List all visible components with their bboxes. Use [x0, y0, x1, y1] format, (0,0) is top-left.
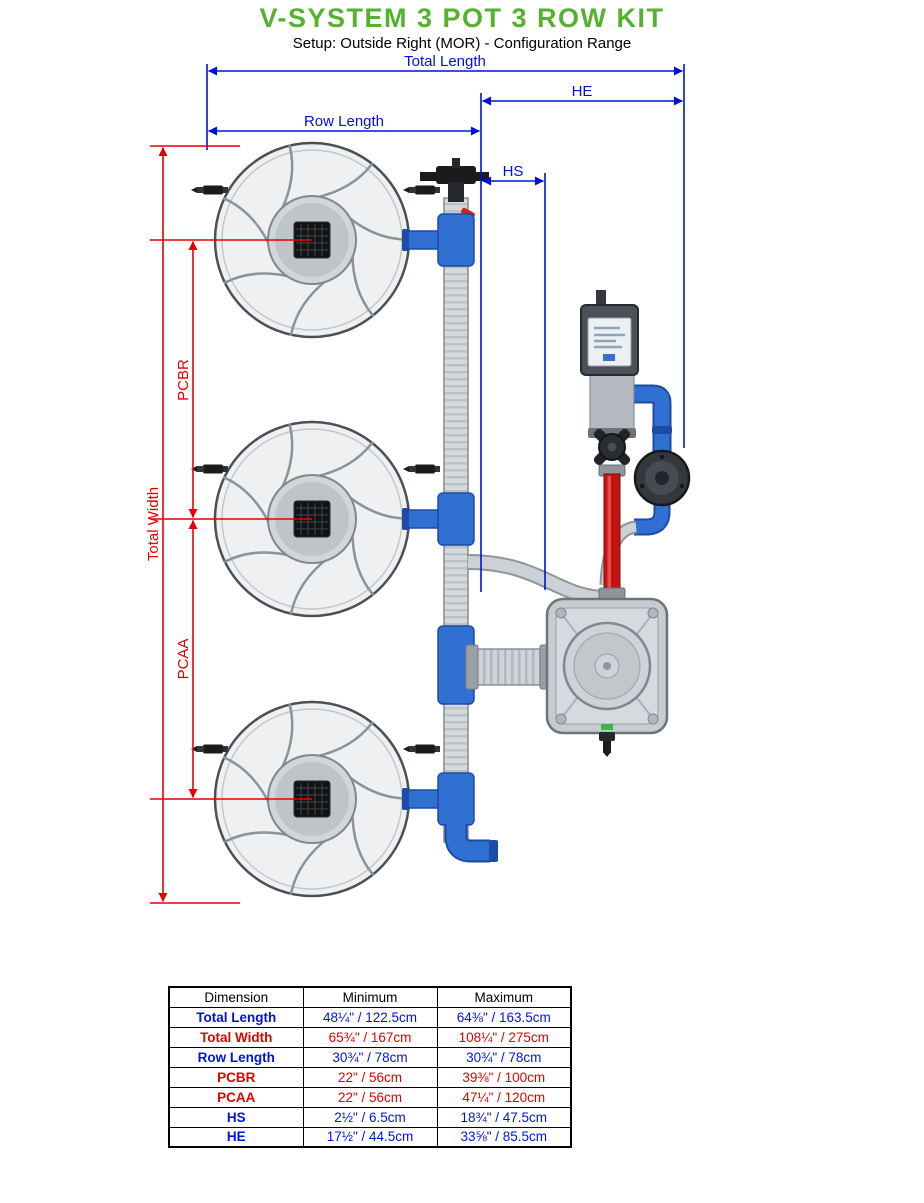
red-dimension-lines: [150, 145, 312, 904]
dim-name: Row Length: [168, 1046, 304, 1068]
table-row: PCAA 22" / 56cm 47¼" / 120cm: [168, 1086, 572, 1108]
total-length-label: Total Length: [404, 53, 486, 70]
dim-max: 30¾" / 78cm: [436, 1046, 572, 1068]
page-title: V-SYSTEM 3 POT 3 ROW KIT: [259, 3, 665, 33]
pump: [633, 449, 691, 507]
dim-name: PCAA: [168, 1086, 304, 1108]
reservoir: [545, 597, 669, 757]
drip-fitting: [403, 744, 440, 754]
drip-fitting: [403, 464, 440, 474]
header: V-SYSTEM 3 POT 3 ROW KIT Setup: Outside …: [0, 3, 924, 52]
controller-antenna: [596, 290, 606, 308]
table-header-row: Dimension Minimum Maximum: [168, 986, 572, 1008]
dim-min: 22" / 56cm: [302, 1086, 438, 1108]
pump-hose: [467, 554, 607, 606]
valve: [593, 428, 631, 466]
dim-min: 48¼" / 122.5cm: [302, 1006, 438, 1028]
dim-min: 17½" / 44.5cm: [302, 1126, 438, 1148]
reservoir-hose: [465, 644, 553, 690]
col-header-minimum: Minimum: [302, 986, 438, 1008]
dim-name: Total Length: [168, 1006, 304, 1028]
dim-max: 64⅜" / 163.5cm: [436, 1006, 572, 1028]
dim-name: Total Width: [168, 1026, 304, 1048]
dim-max: 108¼" / 275cm: [436, 1026, 572, 1048]
table-row: PCBR 22" / 56cm 39⅜" / 100cm: [168, 1066, 572, 1088]
he-label: HE: [572, 83, 593, 100]
row-length-label: Row Length: [304, 113, 384, 130]
pcaa-label: PCAA: [175, 639, 192, 680]
dim-name: PCBR: [168, 1066, 304, 1088]
dim-max: 33⅝" / 85.5cm: [436, 1126, 572, 1148]
dim-max: 47¼" / 120cm: [436, 1086, 572, 1108]
drip-fitting: [191, 744, 228, 754]
drip-fitting: [191, 185, 228, 195]
total-width-label: Total Width: [145, 487, 162, 561]
table-row: HE 17½" / 44.5cm 33⅝" / 85.5cm: [168, 1126, 572, 1148]
hs-label: HS: [503, 163, 524, 180]
dim-max: 18¾" / 47.5cm: [436, 1106, 572, 1128]
dim-min: 2½" / 6.5cm: [302, 1106, 438, 1128]
level-indicator: [601, 724, 613, 730]
col-header-maximum: Maximum: [436, 986, 572, 1008]
pump-assembly: [580, 290, 691, 600]
drip-fitting: [191, 464, 228, 474]
dim-name: HS: [168, 1106, 304, 1128]
col-header-dimension: Dimension: [168, 986, 304, 1008]
page-subtitle: Setup: Outside Right (MOR) - Configurati…: [292, 35, 632, 52]
table-row: HS 2½" / 6.5cm 18¾" / 47.5cm: [168, 1106, 572, 1128]
drip-fitting: [403, 185, 440, 195]
red-pipe: [598, 464, 626, 600]
table-row: Total Length 48¼" / 122.5cm 64⅜" / 163.5…: [168, 1006, 572, 1028]
pcbr-label: PCBR: [175, 359, 192, 401]
controller: [580, 304, 639, 376]
table-row: Total Width 65¾" / 167cm 108¼" / 275cm: [168, 1026, 572, 1048]
table-row: Row Length 30¾" / 78cm 30¾" / 78cm: [168, 1046, 572, 1068]
dim-max: 39⅜" / 100cm: [436, 1066, 572, 1088]
dim-min: 30¾" / 78cm: [302, 1046, 438, 1068]
dim-min: 65¾" / 167cm: [302, 1026, 438, 1048]
dim-name: HE: [168, 1126, 304, 1148]
blue-dimension-lines: [206, 64, 685, 592]
manifold: [402, 158, 498, 863]
dim-min: 22" / 56cm: [302, 1066, 438, 1088]
system-diagram: Total Length HE Row Length HS Total Widt…: [145, 53, 691, 904]
dimension-table: Dimension Minimum Maximum Total Length 4…: [168, 986, 572, 1148]
